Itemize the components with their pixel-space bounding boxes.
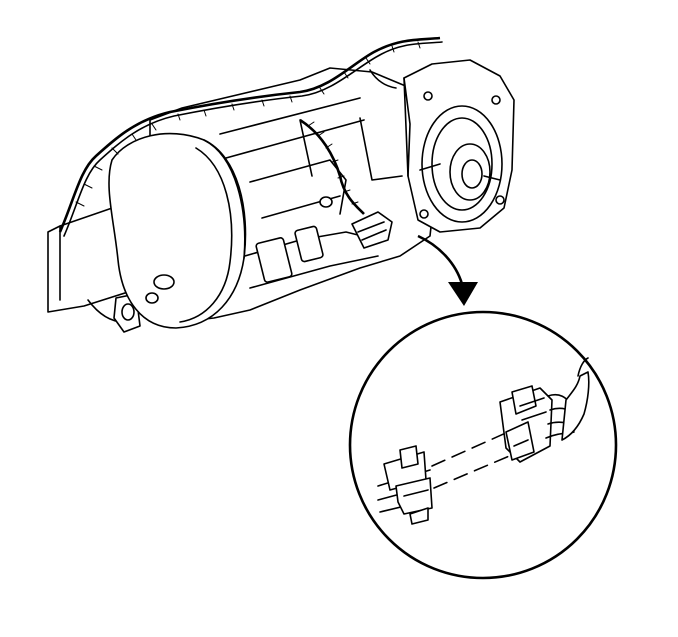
bellhousing xyxy=(403,59,515,233)
connector-half-right xyxy=(499,357,590,463)
wiring-harness xyxy=(58,36,443,237)
curved-arrow-icon xyxy=(417,234,478,306)
transmission-assembly-icon xyxy=(47,36,515,333)
connector-half-left xyxy=(377,445,433,525)
wiring-connector-icon xyxy=(377,357,590,525)
dome-housing xyxy=(108,132,247,329)
alignment-lines xyxy=(431,431,515,489)
detail-inset xyxy=(348,310,618,580)
